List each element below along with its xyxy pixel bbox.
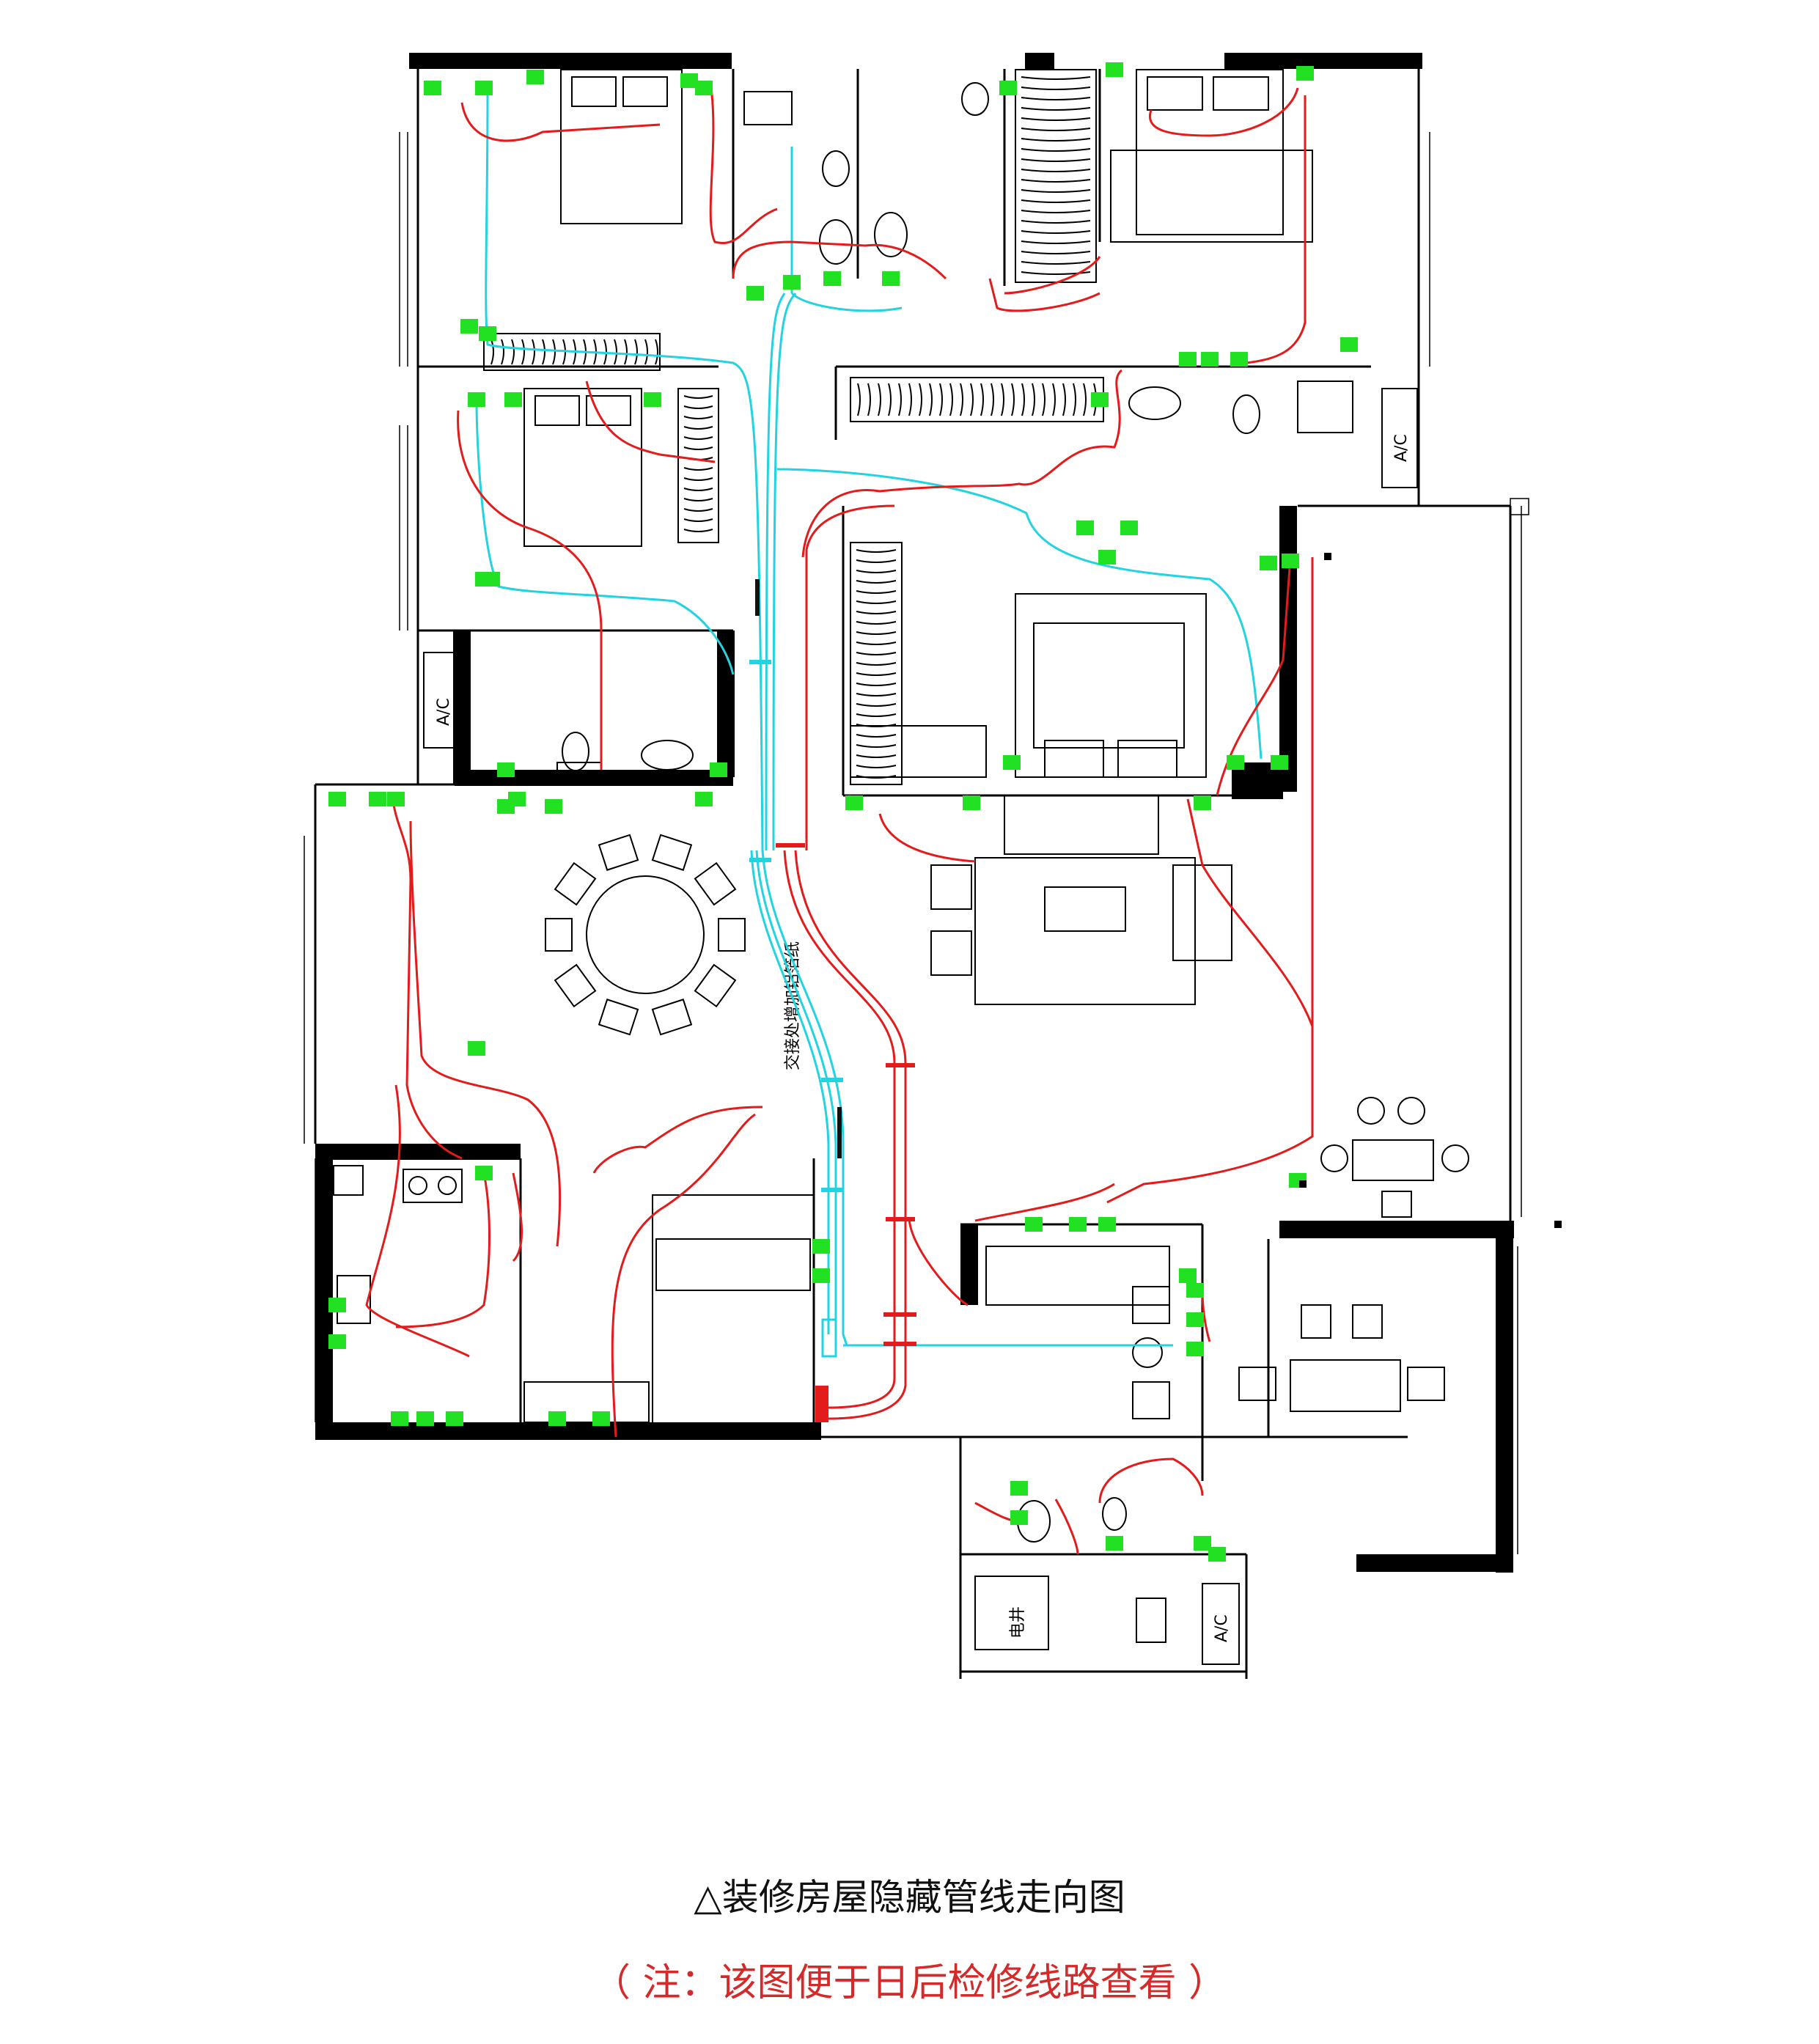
ac-label-3: A/C — [1213, 1614, 1231, 1642]
bathroom-fixtures — [556, 82, 1353, 1643]
study-furniture — [985, 1246, 1170, 1419]
shaft-label: 电井 — [1009, 1606, 1027, 1639]
ac-units: A/C A/C A/C 电井 交接处增加铝箔纸 — [423, 388, 1418, 1665]
fixture-dots — [1299, 553, 1562, 1228]
electrical-wires — [365, 87, 1314, 1555]
dining-table — [545, 834, 746, 1036]
wardrobes — [483, 69, 1104, 785]
ac-label-1: A/C — [435, 698, 453, 726]
socket-markers — [328, 62, 1358, 1562]
balcony-furniture — [1238, 1097, 1469, 1412]
kitchen-fixtures — [333, 1165, 650, 1423]
beds — [523, 69, 1313, 1438]
diagram-title: △装修房屋隐藏管线走向图 — [694, 1876, 1125, 1919]
ac-label-2: A/C — [1392, 434, 1411, 462]
riser-markers — [749, 579, 916, 1422]
windows — [304, 132, 1529, 1554]
living-room-furniture — [930, 795, 1232, 1005]
outer-walls — [314, 53, 1514, 1679]
wardrobe-hangers — [490, 76, 1097, 779]
diagram-note: （ 注：该图便于日后检修线路查看 ） — [592, 1961, 1227, 2005]
